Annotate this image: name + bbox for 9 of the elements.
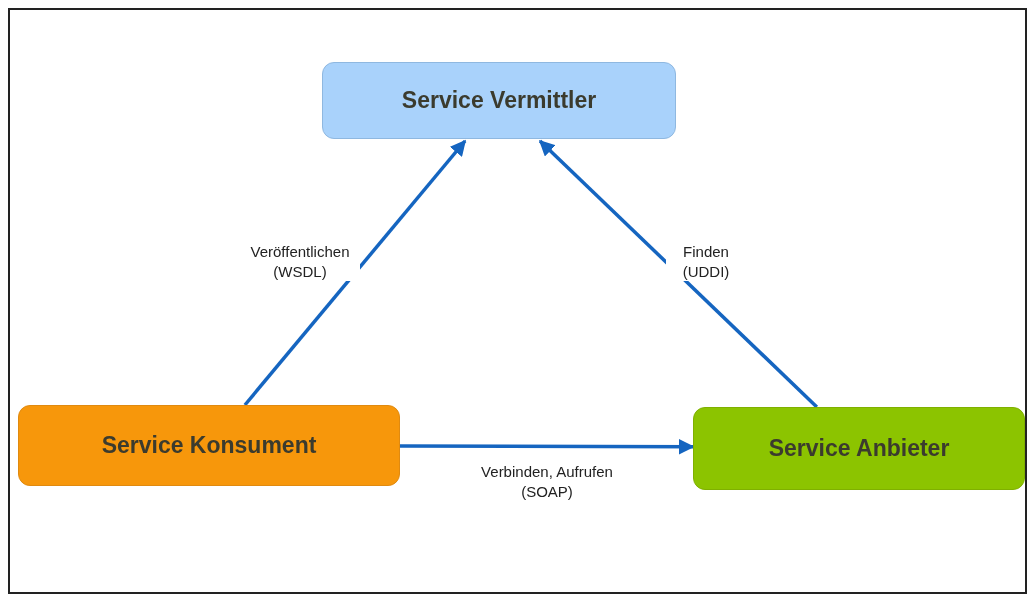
arrow xyxy=(538,139,819,409)
node-label: Service Anbieter xyxy=(768,435,950,462)
process-box xyxy=(693,407,1025,490)
node-label: Service Vermittler xyxy=(401,87,597,114)
process-box xyxy=(322,62,676,139)
arrow xyxy=(243,139,467,407)
node-label: Service Konsument xyxy=(101,432,317,459)
arrow xyxy=(400,438,695,455)
process-box xyxy=(18,405,400,486)
